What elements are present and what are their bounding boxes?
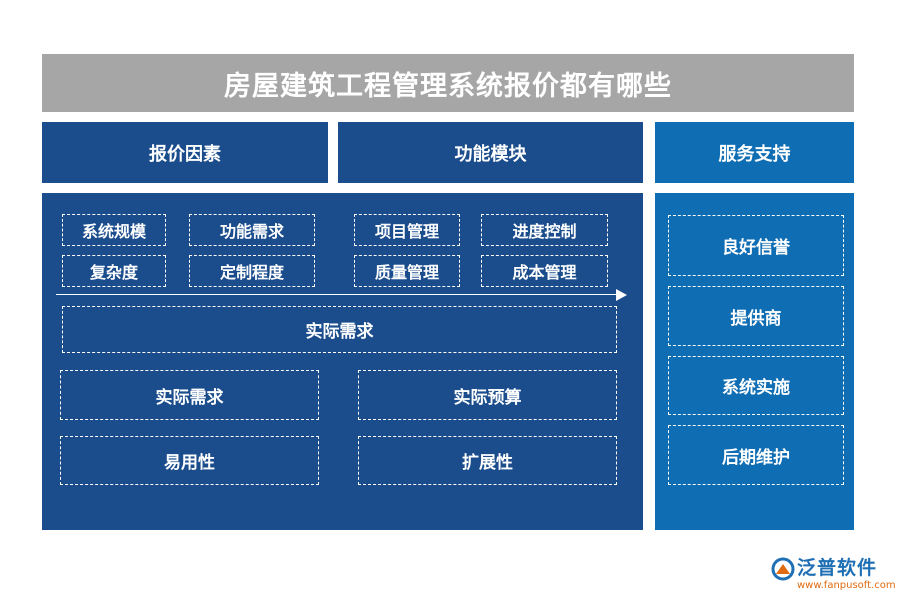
- logo-name: 泛普软件: [797, 557, 878, 579]
- main-panel: [42, 193, 643, 530]
- module-tag: 成本管理: [481, 255, 608, 287]
- module-tag: 进度控制: [481, 214, 608, 246]
- factor-tag: 定制程度: [189, 255, 315, 287]
- grid-box: 实际需求: [60, 370, 319, 420]
- module-tag: 质量管理: [354, 255, 460, 287]
- grid-box: 扩展性: [358, 436, 617, 485]
- actual-needs-box: 实际需求: [62, 306, 617, 353]
- factor-tag: 系统规模: [62, 214, 166, 246]
- header-service-support: 服务支持: [655, 122, 854, 183]
- flow-arrow-head: [616, 289, 627, 301]
- grid-box: 实际预算: [358, 370, 617, 420]
- header-quote-factors: 报价因素: [42, 122, 328, 183]
- service-box: 提供商: [668, 286, 844, 346]
- factor-tag: 功能需求: [189, 214, 315, 246]
- grid-box: 易用性: [60, 436, 319, 485]
- fanpu-logo-icon: [771, 557, 795, 581]
- flow-arrow-line: [56, 294, 620, 295]
- page-title: 房屋建筑工程管理系统报价都有哪些: [42, 54, 854, 112]
- service-box: 良好信誉: [668, 215, 844, 276]
- logo-url: www.fanpusoft.com: [797, 580, 896, 591]
- module-tag: 项目管理: [354, 214, 460, 246]
- service-box: 后期维护: [668, 425, 844, 485]
- header-function-modules: 功能模块: [338, 122, 643, 183]
- service-box: 系统实施: [668, 356, 844, 415]
- factor-tag: 复杂度: [62, 255, 166, 287]
- service-panel: [655, 193, 854, 530]
